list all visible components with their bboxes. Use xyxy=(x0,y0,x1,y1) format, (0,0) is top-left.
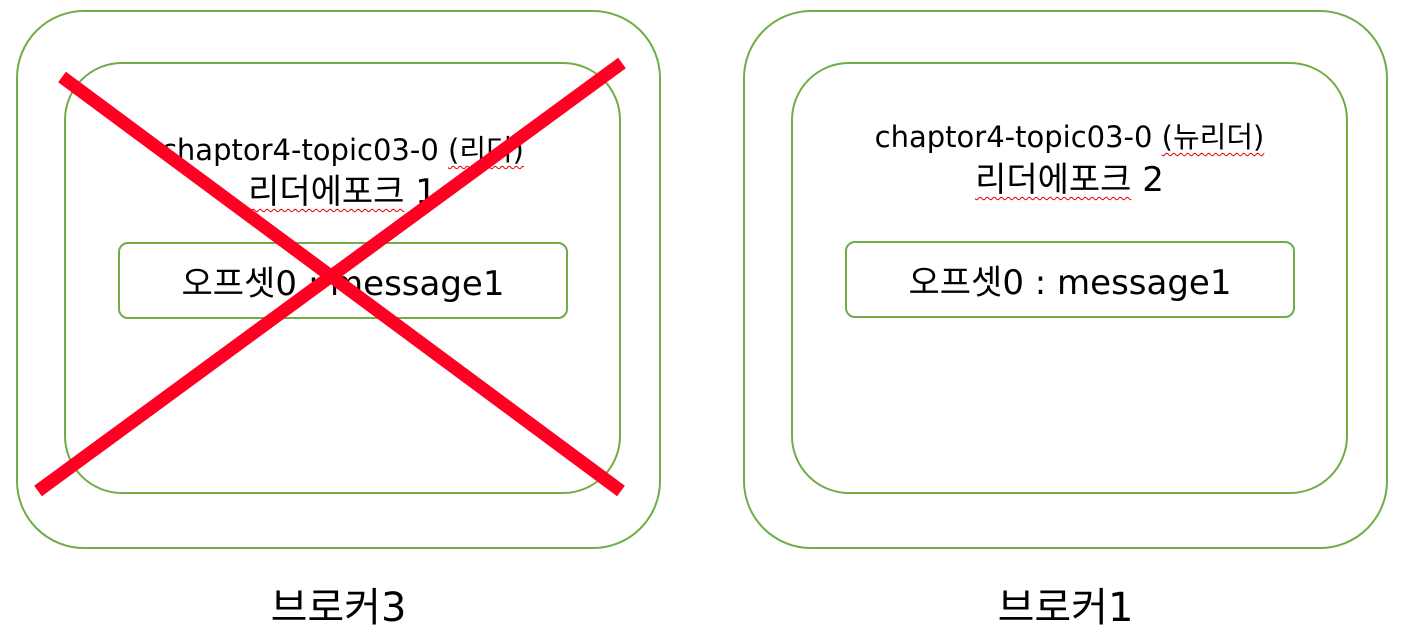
broker-3-epoch-word: 리더에포크 xyxy=(248,172,405,212)
broker-1-message-text: 오프셋0 : message1 xyxy=(908,263,1232,303)
broker-3-epoch-line: 리더에포크 1 xyxy=(66,164,619,213)
broker-3-epoch-value: 1 xyxy=(415,172,437,212)
broker-1-topic-line: chaptor4-topic03-0 (뉴리더) xyxy=(793,114,1346,156)
broker-1-box: chaptor4-topic03-0 (뉴리더) 리더에포크 2 오프셋0 : … xyxy=(743,10,1388,549)
broker-3-partition: chaptor4-topic03-0 (리더) 리더에포크 1 오프셋0 : m… xyxy=(64,62,621,494)
broker-3-topic-line: chaptor4-topic03-0 (리더) xyxy=(66,127,619,169)
broker-1-role: (뉴리더) xyxy=(1161,120,1265,154)
broker-3-message-box: 오프셋0 : message1 xyxy=(118,242,568,319)
broker-1-partition: chaptor4-topic03-0 (뉴리더) 리더에포크 2 오프셋0 : … xyxy=(791,62,1348,494)
broker-1-epoch-line: 리더에포크 2 xyxy=(793,152,1346,201)
broker-1-label: 브로커1 xyxy=(997,585,1134,631)
broker-1-epoch-value: 2 xyxy=(1142,160,1164,200)
broker-1-epoch-word: 리더에포크 xyxy=(975,160,1132,200)
broker-3-box: chaptor4-topic03-0 (리더) 리더에포크 1 오프셋0 : m… xyxy=(16,10,661,549)
broker-3-role: (리더) xyxy=(448,133,524,167)
broker-1-message-box: 오프셋0 : message1 xyxy=(845,241,1295,318)
broker-3-message-text: 오프셋0 : message1 xyxy=(181,264,505,304)
broker-3-label: 브로커3 xyxy=(270,585,407,631)
broker-1-topic-name: chaptor4-topic03-0 xyxy=(874,120,1153,154)
broker-3-topic-name: chaptor4-topic03-0 xyxy=(160,133,439,167)
